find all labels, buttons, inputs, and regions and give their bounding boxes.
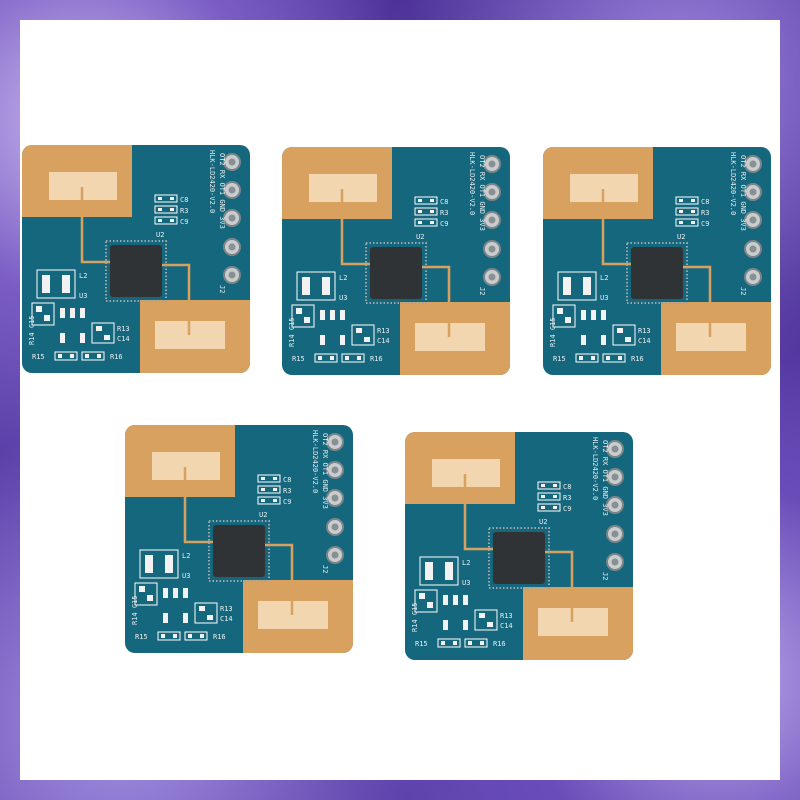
label-l2: L2 [600,274,608,282]
pin-labels: OT2 RX OT1 GND 3V3 [478,155,486,231]
radar-chip [110,245,162,297]
radar-chip [213,525,265,577]
trace-top [340,189,370,266]
label-r15: R15 [292,355,305,363]
board-model-marking: HLK-LD2420-V2.0 [311,430,319,493]
label-c14: C14 [377,337,390,345]
label-c8: C8 [440,198,448,206]
label-r13: R13 [638,327,651,335]
label-c9: C9 [701,220,709,228]
label-r13: R13 [220,605,233,613]
label-r3: R3 [440,209,448,217]
label-r13: R13 [117,325,130,333]
smd-components [414,481,561,648]
trace-bottom [545,550,574,622]
pin-labels: OT2 RX OT1 GND 3V3 [218,153,226,229]
label-r3: R3 [180,207,188,215]
label-u2: U2 [677,233,685,241]
smd-components [552,196,699,363]
connector-label: J2 [601,572,609,580]
label-r15: R15 [415,640,428,648]
label-r16: R16 [493,640,506,648]
label-r14-c15: R14 C15 [131,595,139,625]
connector-label: J2 [739,287,747,295]
label-r15: R15 [553,355,566,363]
label-r14-c15: R14 C15 [28,315,36,345]
label-u2: U2 [416,233,424,241]
smd-components [291,196,438,363]
label-u3: U3 [462,579,470,587]
label-c14: C14 [638,337,651,345]
label-c14: C14 [117,335,130,343]
label-r3: R3 [701,209,709,217]
label-u2: U2 [259,511,267,519]
trace-top [601,189,631,266]
radar-chip [493,532,545,584]
label-c14: C14 [500,622,513,630]
label-c8: C8 [563,483,571,491]
radar-chip [370,247,422,299]
pin-labels: OT2 RX OT1 GND 3V3 [321,433,329,509]
label-l2: L2 [79,272,87,280]
label-c9: C9 [180,218,188,226]
label-u3: U3 [600,294,608,302]
connector-label: J2 [218,285,226,293]
label-u2: U2 [156,231,164,239]
label-l2: L2 [182,552,190,560]
label-r16: R16 [110,353,123,361]
board-model-marking: HLK-LD2420-V2.0 [729,152,737,215]
label-r15: R15 [135,633,148,641]
smd-components [134,474,281,641]
trace-bottom [162,263,191,335]
label-c9: C9 [440,220,448,228]
label-l2: L2 [462,559,470,567]
pin-labels: OT2 RX OT1 GND 3V3 [739,155,747,231]
label-c8: C8 [180,196,188,204]
label-c9: C9 [563,505,571,513]
label-r14-c15: R14 C15 [288,317,296,347]
label-r14-c15: R14 C15 [411,602,419,632]
board-model-marking: HLK-LD2420-V2.0 [208,150,216,213]
label-c9: C9 [283,498,291,506]
board-model-marking: HLK-LD2420-V2.0 [468,152,476,215]
connector-label: J2 [478,287,486,295]
label-r3: R3 [283,487,291,495]
label-r13: R13 [500,612,513,620]
label-r16: R16 [213,633,226,641]
label-r16: R16 [370,355,383,363]
label-u3: U3 [339,294,347,302]
label-c8: C8 [283,476,291,484]
trace-bottom [265,543,294,615]
connector-label: J2 [321,565,329,573]
board-model-marking: HLK-LD2420-V2.0 [591,437,599,500]
label-r16: R16 [631,355,644,363]
label-c8: C8 [701,198,709,206]
trace-bottom [683,265,712,337]
label-r13: R13 [377,327,390,335]
label-l2: L2 [339,274,347,282]
trace-top [183,467,213,544]
label-u3: U3 [79,292,87,300]
smd-components [31,194,178,361]
label-r3: R3 [563,494,571,502]
label-u2: U2 [539,518,547,526]
radar-chip [631,247,683,299]
trace-top [463,474,493,551]
pin-labels: OT2 RX OT1 GND 3V3 [601,440,609,516]
trace-bottom [422,265,451,337]
label-u3: U3 [182,572,190,580]
label-r14-c15: R14 C15 [549,317,557,347]
trace-top [80,187,110,264]
label-r15: R15 [32,353,45,361]
label-c14: C14 [220,615,233,623]
